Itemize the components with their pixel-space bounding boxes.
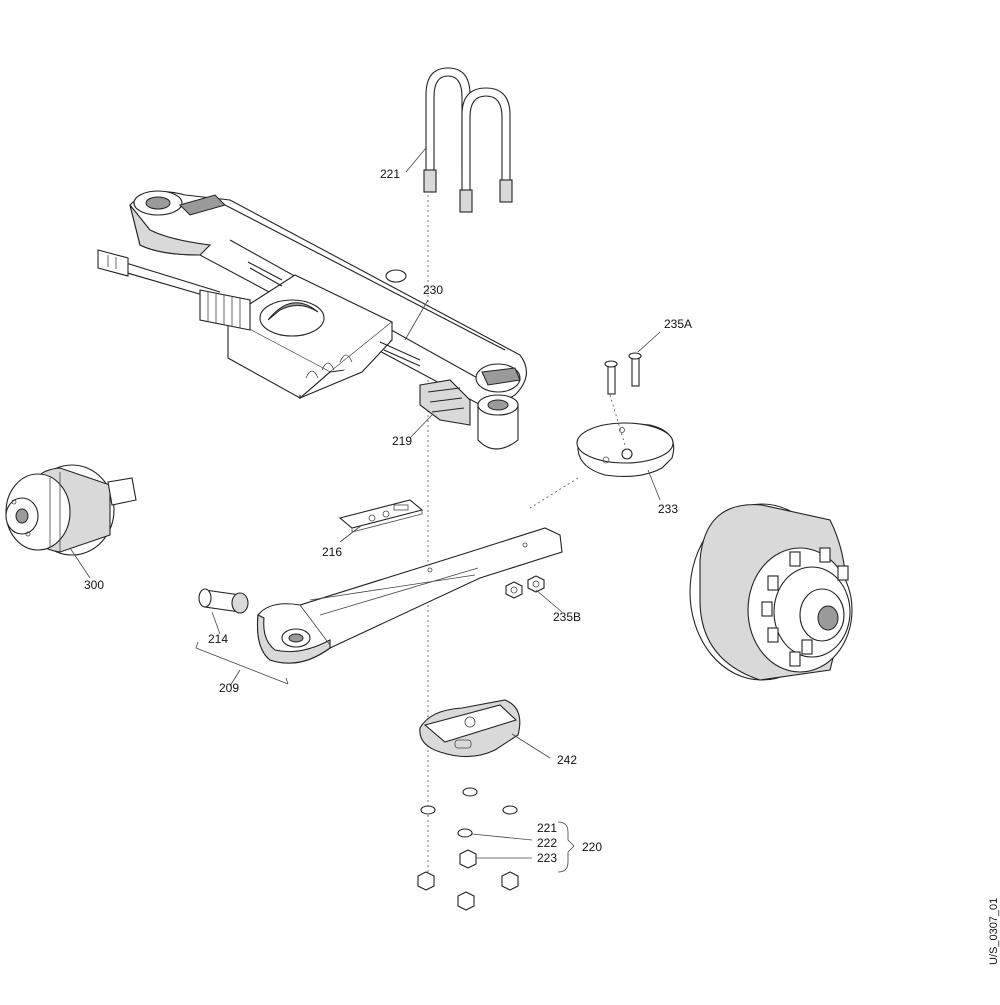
plate-axis-line	[529, 477, 579, 509]
label-230: 230	[423, 283, 443, 297]
label-222: 222	[537, 836, 557, 850]
u-bolt-pair	[423, 67, 513, 213]
brake-drum-hub	[689, 503, 853, 681]
hex-nuts-pair	[505, 575, 545, 599]
label-233: 233	[658, 502, 678, 516]
part-labels: 221 230 235A 219 233 216 300 235B 214 20…	[84, 167, 1000, 965]
clamp-bracket	[419, 379, 471, 426]
countersunk-screws	[604, 352, 642, 395]
label-242: 242	[557, 753, 577, 767]
spacer-plate	[338, 499, 424, 533]
label-214: 214	[208, 632, 228, 646]
axle-beam-assembly	[97, 190, 527, 411]
label-209: 209	[219, 681, 239, 695]
label-221-ubolt: 221	[380, 167, 400, 181]
label-220: 220	[582, 840, 602, 854]
round-plate	[576, 422, 675, 477]
washers-and-nuts	[417, 787, 519, 911]
leader-lines	[69, 147, 661, 873]
label-235B: 235B	[553, 610, 581, 624]
spring-bushing	[198, 588, 249, 614]
label-219: 219	[392, 434, 412, 448]
label-216: 216	[322, 545, 342, 559]
label-221-washer: 221	[537, 821, 557, 835]
label-223: 223	[537, 851, 557, 865]
label-300: 300	[84, 578, 104, 592]
screw-axis-line	[609, 394, 626, 446]
axle-seat-plate	[419, 699, 521, 758]
pivot-bushing	[477, 394, 519, 450]
label-235A: 235A	[664, 317, 692, 331]
leaf-spring	[256, 527, 563, 664]
brake-chamber	[5, 464, 137, 556]
drawing-id: U/S_0307_01	[988, 898, 1000, 965]
